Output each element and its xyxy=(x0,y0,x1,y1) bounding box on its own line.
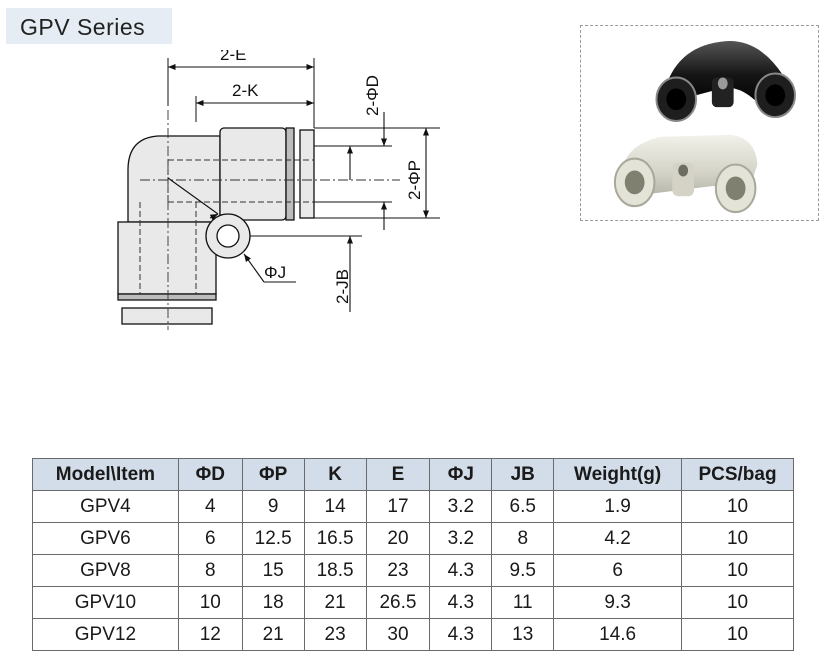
table-cell: GPV12 xyxy=(32,618,179,651)
label-2-phi-d: 2-ΦD xyxy=(363,75,382,116)
label-phi-j: ΦJ xyxy=(264,263,286,282)
page-title: GPV Series xyxy=(6,8,172,44)
table-cell: 21 xyxy=(241,618,305,651)
product-photo xyxy=(580,25,819,221)
table-cell: 3.2 xyxy=(429,490,493,523)
table-cell: 10 xyxy=(177,586,243,619)
table-cell: 23 xyxy=(365,554,431,587)
column-header: ΦJ xyxy=(429,458,493,491)
table-cell: 6 xyxy=(553,554,683,587)
table-row: GPV10 10 18 21 26.5 4.3 11 9.3 10 xyxy=(32,586,794,619)
table-cell: 13 xyxy=(491,618,555,651)
column-header: Weight(g) xyxy=(553,458,683,491)
table-cell: 4.3 xyxy=(429,554,493,587)
table-cell: 10 xyxy=(681,586,794,619)
column-header: K xyxy=(303,458,367,491)
horizontal-port-tube xyxy=(219,127,287,221)
column-header: JB xyxy=(491,458,555,491)
table-cell: GPV8 xyxy=(32,554,179,587)
table-cell: 9.3 xyxy=(553,586,683,619)
black-elbow-fitting xyxy=(655,41,797,123)
table-cell: 12.5 xyxy=(241,522,305,555)
table-cell: 18.5 xyxy=(303,554,367,587)
table-cell: 26.5 xyxy=(365,586,431,619)
table-cell: 8 xyxy=(491,522,555,555)
column-header: ΦD xyxy=(177,458,243,491)
table-cell: GPV10 xyxy=(32,586,179,619)
technical-drawing: 2-E 2-K 2-ΦD 2-ΦP 2-JB ΦJ xyxy=(117,50,440,330)
table-cell: 14.6 xyxy=(553,618,683,651)
table-cell: 9 xyxy=(241,490,305,523)
column-header: Model\Item xyxy=(32,458,179,491)
table-cell: 10 xyxy=(681,554,794,587)
table-cell: 10 xyxy=(681,522,794,555)
table-cell: 4 xyxy=(177,490,243,523)
table-cell: GPV4 xyxy=(32,490,179,523)
table-cell: 14 xyxy=(303,490,367,523)
vertical-collet-ring xyxy=(117,293,217,301)
table-cell: 4.3 xyxy=(429,618,493,651)
table-cell: 11 xyxy=(491,586,555,619)
vertical-port-tube xyxy=(117,221,217,295)
table-cell: 20 xyxy=(365,522,431,555)
table-cell: 4.3 xyxy=(429,586,493,619)
horizontal-collet-ring xyxy=(285,127,295,221)
table-cell: 18 xyxy=(241,586,305,619)
column-header: E xyxy=(365,458,431,491)
table-cell: 16.5 xyxy=(303,522,367,555)
table-cell: 4.2 xyxy=(553,522,683,555)
table-row: GPV12 12 21 23 30 4.3 13 14.6 10 xyxy=(32,618,794,651)
table-cell: 12 xyxy=(177,618,243,651)
table-cell: GPV6 xyxy=(32,522,179,555)
table-cell: 8 xyxy=(177,554,243,587)
column-header: ΦP xyxy=(241,458,305,491)
label-2-jb: 2-JB xyxy=(333,269,352,304)
vertical-collet-cap xyxy=(121,307,213,325)
table-cell: 10 xyxy=(681,618,794,651)
label-2-e: 2-E xyxy=(220,50,246,64)
table-cell: 1.9 xyxy=(553,490,683,523)
table-cell: 9.5 xyxy=(491,554,555,587)
label-2-phi-p: 2-ΦP xyxy=(405,160,424,200)
table-cell: 3.2 xyxy=(429,522,493,555)
table-cell: 17 xyxy=(365,490,431,523)
table-cell: 10 xyxy=(681,490,794,523)
column-header: PCS/bag xyxy=(681,458,794,491)
table-row: GPV8 8 15 18.5 23 4.3 9.5 6 10 xyxy=(32,554,794,587)
table-cell: 6.5 xyxy=(491,490,555,523)
table-header-row: Model\Item ΦD ΦP K E ΦJ JB Weight(g) PCS… xyxy=(32,458,794,491)
table-cell: 15 xyxy=(241,554,305,587)
mounting-hole-inner xyxy=(216,224,240,248)
white-elbow-fitting xyxy=(613,134,758,214)
table-row: GPV4 4 9 14 17 3.2 6.5 1.9 10 xyxy=(32,490,794,523)
specification-table: Model\Item ΦD ΦP K E ΦJ JB Weight(g) PCS… xyxy=(32,458,794,651)
horizontal-collet-cap xyxy=(299,129,315,219)
elbow-body xyxy=(127,135,221,223)
table-row: GPV6 6 12.5 16.5 20 3.2 8 4.2 10 xyxy=(32,522,794,555)
table-cell: 6 xyxy=(177,522,243,555)
table-cell: 21 xyxy=(303,586,367,619)
table-cell: 23 xyxy=(303,618,367,651)
label-2-k: 2-K xyxy=(232,81,259,100)
table-cell: 30 xyxy=(365,618,431,651)
